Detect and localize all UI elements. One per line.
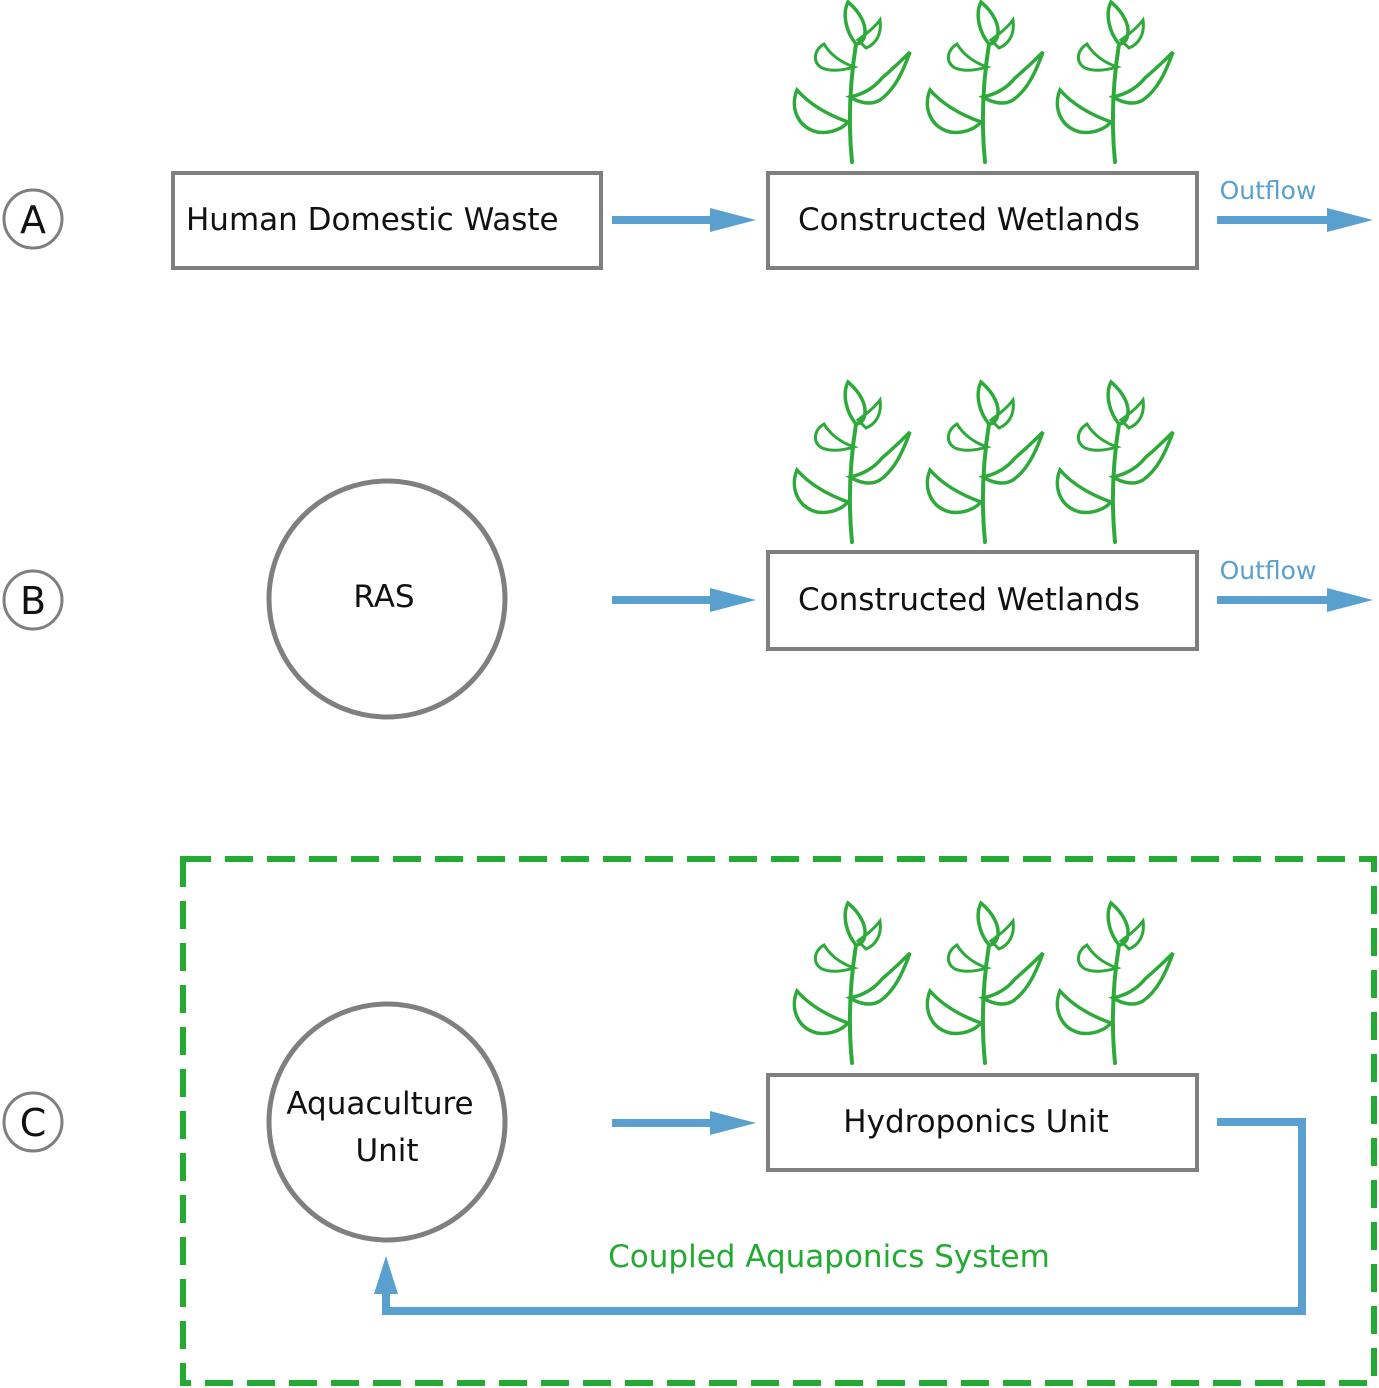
outflow-label-a: Outflow	[1220, 176, 1317, 205]
plants-a	[792, 0, 1175, 164]
marker-a-label: A	[20, 198, 46, 242]
hydroponics-unit-box	[766, 1073, 1199, 1172]
coupled-system-border	[180, 856, 1377, 1386]
constructed-wetlands-box-b	[766, 550, 1199, 651]
coupled-aquaponics-system-label: Coupled Aquaponics System	[608, 1239, 1050, 1275]
constructed-wetlands-label-b: Constructed Wetlands	[798, 582, 1140, 618]
marker-b-circle	[2, 569, 64, 631]
marker-b-label: B	[20, 579, 46, 623]
marker-a-circle	[2, 188, 64, 250]
outflow-label-b: Outflow	[1220, 556, 1317, 585]
plants-c	[792, 901, 1175, 1065]
ras-circle	[266, 478, 508, 720]
outflow-arrow-b	[1217, 588, 1373, 612]
row-c: C Aquaculture Unit Hydroponics Unit Coup…	[2, 856, 1377, 1386]
plants-b	[792, 380, 1175, 544]
ras-label: RAS	[353, 579, 414, 615]
arrow-c-aquaculture-to-hydroponics	[612, 1111, 756, 1135]
arrow-b-ras-to-wetland	[612, 588, 756, 612]
hydroponics-unit-label: Hydroponics Unit	[843, 1104, 1108, 1140]
return-loop-arrow	[374, 1118, 1306, 1315]
marker-c-label: C	[20, 1101, 47, 1145]
aquaculture-unit-label-line1: Aquaculture	[286, 1086, 473, 1122]
arrow-a-waste-to-wetland	[612, 208, 756, 232]
row-b: B RAS Constructed Wetlands Outflow	[2, 380, 1373, 720]
aquaculture-unit-circle	[266, 1001, 508, 1243]
outflow-arrow-a	[1217, 208, 1373, 232]
marker-c-circle	[2, 1091, 64, 1153]
human-domestic-waste-box	[171, 171, 603, 270]
constructed-wetlands-label-a: Constructed Wetlands	[798, 202, 1140, 238]
constructed-wetlands-box-a	[766, 171, 1199, 270]
row-a: A Human Domestic Waste Constructed Wetla…	[2, 0, 1373, 270]
human-domestic-waste-label: Human Domestic Waste	[186, 202, 559, 238]
aquaculture-unit-label-line2: Unit	[355, 1133, 418, 1169]
